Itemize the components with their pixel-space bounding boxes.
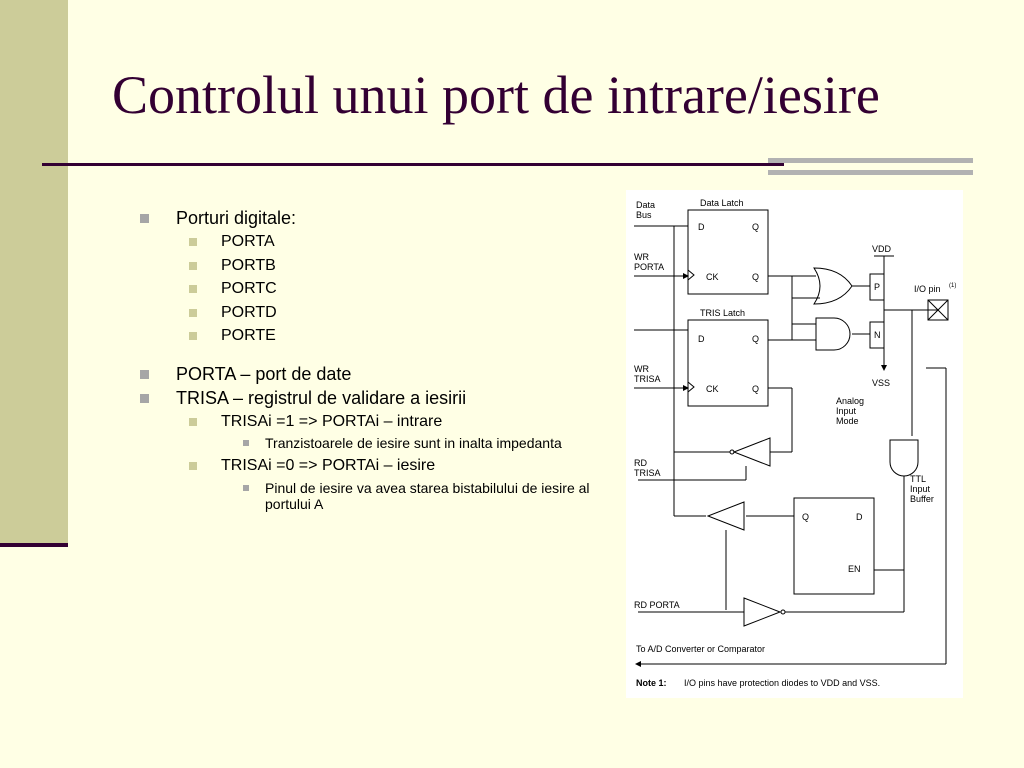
qbar-pin-label: Q (752, 272, 759, 282)
bullet-text: PORTA (221, 233, 275, 250)
ck-pin-label: CK (706, 272, 719, 282)
bullet-text: Pinul de iesire va avea starea bistabilu… (265, 479, 590, 512)
rd-trisa-label: RD (634, 458, 647, 468)
square-bullet-icon (140, 393, 149, 403)
rd-porta-label: RD PORTA (634, 600, 680, 610)
square-bullet-icon (243, 484, 249, 491)
bullet-text: PORTA – port de date (176, 363, 352, 384)
bullet-item: PORTC (140, 277, 610, 301)
analog-input-mode-label: Mode (836, 416, 859, 426)
q-pin-label: Q (752, 222, 759, 232)
rd-trisa-label: TRISA (634, 468, 661, 478)
analog-input-mode-label: Analog (836, 396, 864, 406)
bullet-text: PORTC (221, 280, 277, 297)
io-port-block-diagram: Data Bus WR PORTA WR TRISA RD TRISA RD P… (626, 190, 963, 698)
bullet-item: PORTE (140, 324, 610, 348)
io-pin-label: I/O pin (914, 284, 941, 294)
data-latch-box (687, 209, 769, 295)
bullet-item: Pinul de iesire va avea starea bistabilu… (140, 480, 610, 512)
title-divider (42, 163, 784, 166)
ck-pin-label: CK (706, 384, 719, 394)
ttl-buffer-label: Buffer (910, 494, 934, 504)
decor-bar-bottom (768, 170, 973, 175)
bullet-item: Tranzistoarele de iesire sunt in inalta … (140, 435, 610, 451)
square-bullet-icon (243, 440, 249, 446)
note-label: Note 1: (636, 678, 667, 688)
tris-latch-box (687, 319, 769, 407)
square-bullet-icon (189, 462, 197, 470)
q-pin-label: Q (752, 334, 759, 344)
square-bullet-icon (140, 369, 149, 379)
input-latch-box (793, 497, 875, 595)
d-pin-label: D (856, 512, 863, 522)
en-pin-label: EN (848, 564, 861, 574)
square-bullet-icon (189, 417, 197, 426)
bullet-item: PORTD (140, 301, 610, 325)
square-bullet-icon (189, 308, 197, 317)
io-pin-footnote-mark: (1) (949, 283, 956, 289)
side-band (0, 0, 68, 545)
p-transistor-label: P (874, 282, 880, 292)
bullet-text: PORTB (221, 256, 276, 274)
bullet-text: TRISAi =0 => PORTAi – iesire (221, 457, 436, 474)
wr-trisa-label: WR (634, 364, 649, 374)
bullet-item: PORTB (140, 254, 610, 278)
ttl-buffer-label: TTL (910, 474, 926, 484)
vdd-label: VDD (872, 244, 892, 254)
q-pin-label: Q (802, 512, 809, 522)
data-latch-label: Data Latch (700, 198, 744, 208)
side-accent-rule (0, 543, 68, 547)
vss-label: VSS (872, 378, 890, 388)
note-text: I/O pins have protection diodes to VDD a… (684, 678, 880, 688)
square-bullet-icon (189, 332, 197, 340)
ttl-buffer-label: Input (910, 484, 931, 494)
slide-title: Controlul unui port de intrare/iesire (112, 65, 880, 125)
bullet-list: Porturi digitale: PORTA PORTB PORTC PORT… (140, 206, 610, 512)
bullet-item: PORTA – port de date (140, 362, 610, 386)
bullet-text: Porturi digitale: (176, 208, 297, 228)
data-bus-label: Data (636, 200, 655, 210)
bullet-text: PORTE (221, 327, 276, 344)
bullet-text: TRISA – registrul de validare a iesirii (176, 387, 467, 408)
tris-latch-label: TRIS Latch (700, 308, 745, 318)
wr-trisa-label: TRISA (634, 374, 661, 384)
wr-porta-label: WR (634, 252, 649, 262)
bullet-text: Tranzistoarele de iesire sunt in inalta … (265, 435, 562, 451)
bullet-item: Porturi digitale: (140, 206, 610, 230)
analog-input-mode-label: Input (836, 406, 857, 416)
square-bullet-icon (189, 285, 197, 293)
square-bullet-icon (189, 238, 197, 246)
d-pin-label: D (698, 334, 705, 344)
data-bus-label: Bus (636, 210, 652, 220)
square-bullet-icon (140, 214, 149, 223)
n-transistor-label: N (874, 330, 881, 340)
d-pin-label: D (698, 222, 705, 232)
bullet-item: TRISAi =0 => PORTAi – iesire (140, 454, 610, 478)
bullet-item: PORTA (140, 230, 610, 254)
bullet-item: TRISAi =1 => PORTAi – intrare (140, 410, 610, 434)
decor-bar-top (768, 158, 973, 163)
bullet-text: TRISAi =1 => PORTAi – intrare (221, 412, 443, 430)
wr-porta-label: PORTA (634, 262, 664, 272)
bullet-item: TRISA – registrul de validare a iesirii (140, 386, 610, 410)
qbar-pin-label: Q (752, 384, 759, 394)
bullet-text: PORTD (221, 303, 277, 321)
square-bullet-icon (189, 261, 197, 270)
to-ad-converter-label: To A/D Converter or Comparator (636, 644, 765, 654)
